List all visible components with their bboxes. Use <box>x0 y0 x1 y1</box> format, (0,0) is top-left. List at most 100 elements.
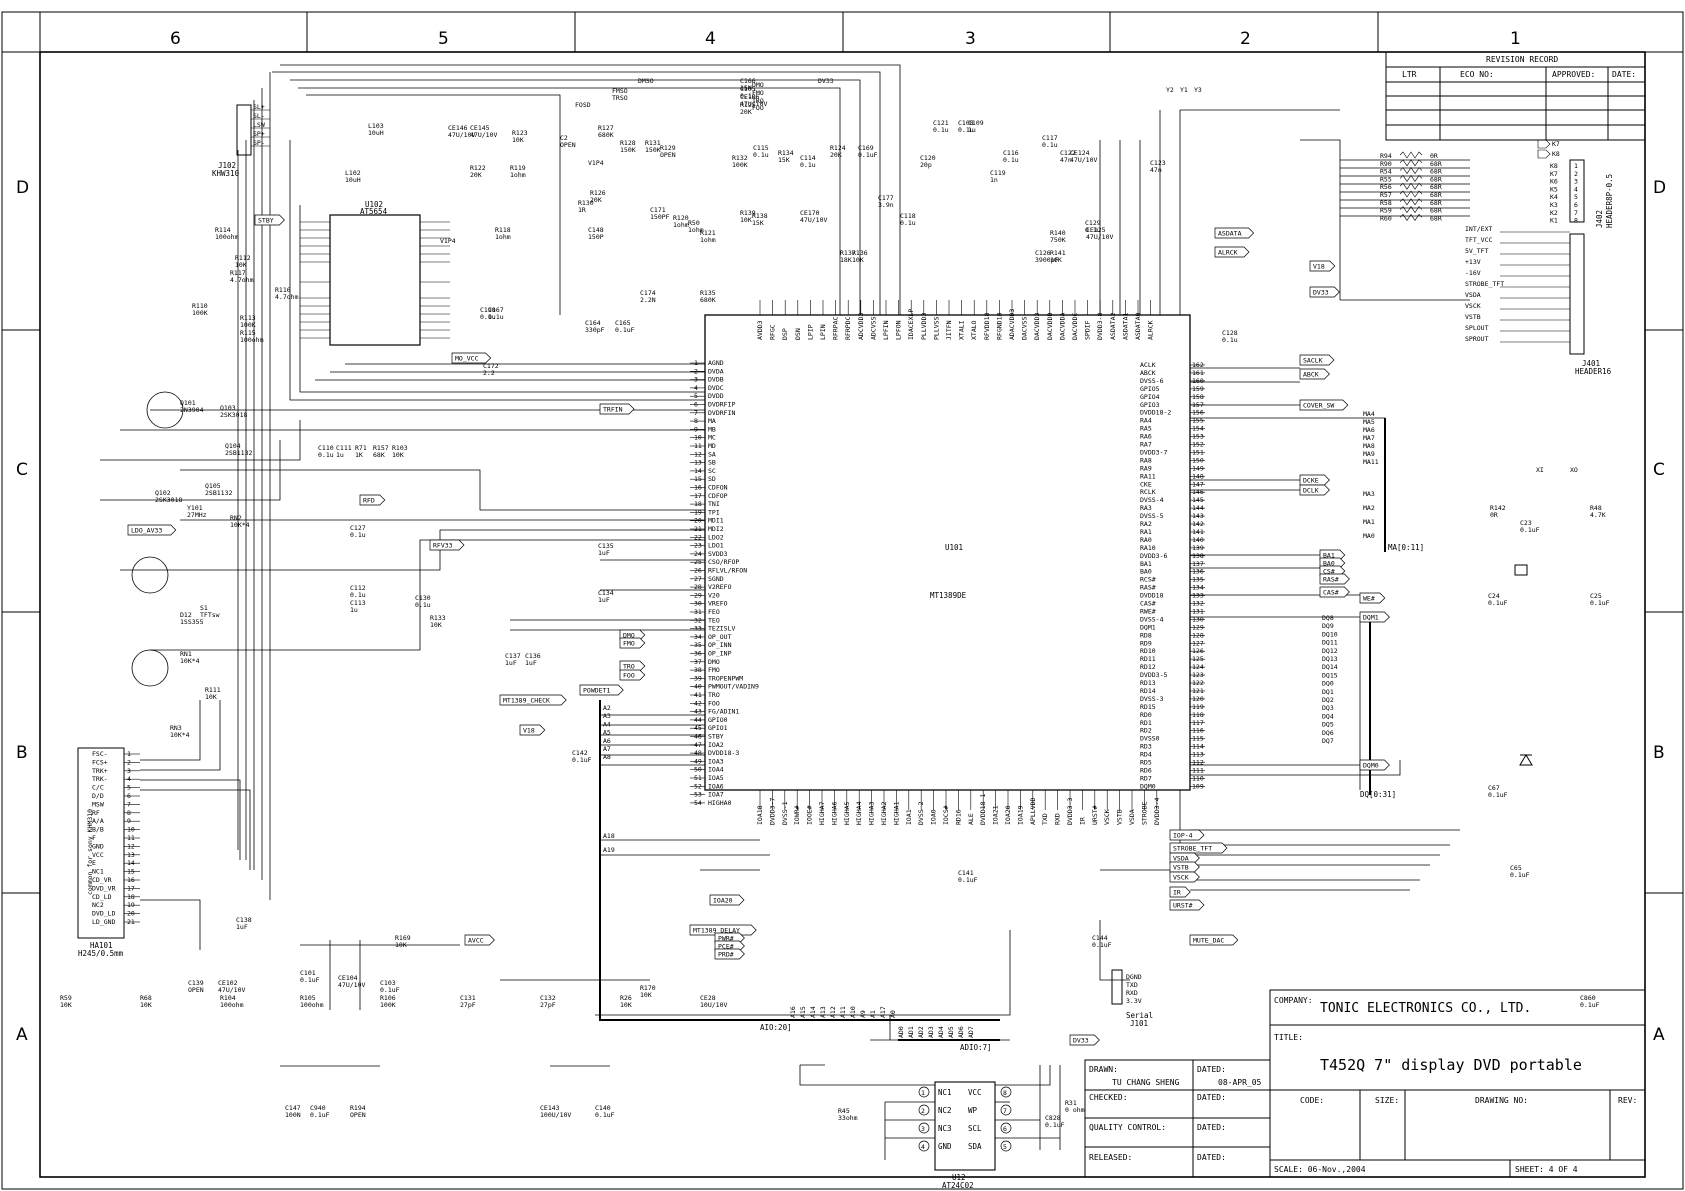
u101-pin-40-signal: PWMOUT/VADIN9 <box>708 683 759 691</box>
u12-left-pin-num-1: 2 <box>921 1107 925 1115</box>
component-r31-ref: R31 <box>1065 1099 1077 1107</box>
u101-pin-38-num: 38 <box>694 666 702 674</box>
u101-pin-116-signal: RD2 <box>1140 727 1152 735</box>
left-signal-11-shape <box>689 924 757 936</box>
size-label: SIZE: <box>1375 1096 1399 1105</box>
u101-top-pin-24: DACVDDA <box>1058 313 1066 340</box>
bus-wire-22: AD2 <box>917 1026 925 1038</box>
component-c122-ref: C122 <box>1060 149 1076 157</box>
u101-pin-41-signal: TRO <box>708 691 720 699</box>
u101-bottom-pin-16: RD16 <box>954 809 962 825</box>
u101-pin-123-signal: DVDD3-5 <box>1140 671 1167 679</box>
u101-pin-50-signal: IOA4 <box>708 766 724 774</box>
left-signal-1: RFV33 <box>433 542 453 550</box>
j101-connector: Serial J101 <box>1111 969 1153 1028</box>
u101-pin-35-signal: OP_INN <box>708 641 732 649</box>
u101-pin-158-num: 158 <box>1192 393 1204 401</box>
component-r141-ref: R141 <box>1050 249 1066 257</box>
left-signal-15: DMO <box>623 632 635 640</box>
component-c127-ref: C127 <box>350 524 366 532</box>
component-r125-ref: R125 <box>740 101 756 109</box>
u101-pin-1-signal: AGND <box>708 359 724 367</box>
u101-pin-2-signal: DVDA <box>708 367 724 375</box>
u101-pin-149-signal: RA9 <box>1140 464 1152 472</box>
u101-pin-33-signal: TEZISLV <box>708 625 735 633</box>
component-r130-ref: R130 <box>578 199 594 207</box>
ma-bus-1: MA5 <box>1363 418 1375 426</box>
u101-pin-147-signal: CKE <box>1140 480 1152 488</box>
j401-part: HEADER16 <box>1575 367 1612 376</box>
component-c24-ref: C24 <box>1488 592 1500 600</box>
component-ce145-value: 47U/10V <box>470 131 497 139</box>
component-c137-value: 1uF <box>505 659 517 667</box>
u101-top-pin-0: AVDD3 <box>756 320 764 340</box>
component-c135-ref: C135 <box>598 542 614 550</box>
component-r112-value: 10K <box>235 261 247 269</box>
component-r68-ref: R68 <box>140 994 152 1002</box>
u101-top-pin-9: ADCVSS <box>869 316 877 340</box>
net-flag-4-shape <box>1299 484 1330 496</box>
u101-bottom-pin-0: IOA18 <box>756 805 764 825</box>
ma-bus-0: MA4 <box>1363 410 1375 418</box>
component-c116-value: 0.1u <box>1003 156 1019 164</box>
component-r135-value: 680K <box>700 296 716 304</box>
j402-pin-0: K8 <box>1550 162 1558 170</box>
component-r131-ref: R131 <box>645 139 661 147</box>
component-r127-value: 680K <box>598 131 614 139</box>
component-y101-value: 27MHz <box>187 511 207 519</box>
u101-pin-138-signal: DVDD3-6 <box>1140 552 1167 560</box>
j101-pin-0: DGND <box>1126 973 1142 981</box>
net-flag-18-shape <box>1214 246 1250 258</box>
ma-bus-7: MA3 <box>1363 490 1375 498</box>
u101-top-pin-8: ADCVDD3 <box>857 313 865 340</box>
u101-pin-27-signal: SGND <box>708 575 724 583</box>
dq-bus-14: DQ6 <box>1322 729 1334 737</box>
component-r71-value: 1K <box>355 451 363 459</box>
u101-pin-148-signal: RA11 <box>1140 472 1156 480</box>
j101-ref: J101 <box>1130 1019 1148 1028</box>
j102-pin-3: SP+ <box>253 130 265 138</box>
u101-pin-124-num: 124 <box>1192 663 1204 671</box>
net-flag-2: COVER_SW <box>1303 402 1334 410</box>
u102-ic: U102 AT5654 <box>300 200 450 346</box>
bus-wire-11: A14 <box>809 1006 817 1018</box>
net-flag-3-shape <box>1299 474 1330 486</box>
zone-3: 3 <box>965 29 976 49</box>
u101-pin-22-num: 22 <box>694 533 702 541</box>
component-r133-ref: R133 <box>430 614 446 622</box>
component-c165-ref: C165 <box>615 319 631 327</box>
component-c142-ref: C142 <box>572 749 588 757</box>
ha101-pin-18-signal: CD_LD <box>92 893 112 901</box>
drawn-date: 08-APR_05 <box>1218 1078 1262 1087</box>
u101-pin-17-num: 17 <box>694 492 702 500</box>
component-q102-value: 2SK3018 <box>155 496 182 504</box>
u101-bottom-pin-14: IOA0 <box>930 809 938 825</box>
component-c120-value: 20p <box>920 161 932 169</box>
u101-pin-134-signal: RAS# <box>1140 584 1156 592</box>
u101-pin-10-num: 10 <box>694 434 702 442</box>
u101-pin-144-num: 144 <box>1192 504 1204 512</box>
j402-pin-num-2: 3 <box>1574 178 1578 186</box>
component-ce170-ref: CE170 <box>800 209 820 217</box>
component-c126-value: 3900pF <box>1035 256 1059 264</box>
u101-pin-14-signal: SC <box>708 467 716 475</box>
